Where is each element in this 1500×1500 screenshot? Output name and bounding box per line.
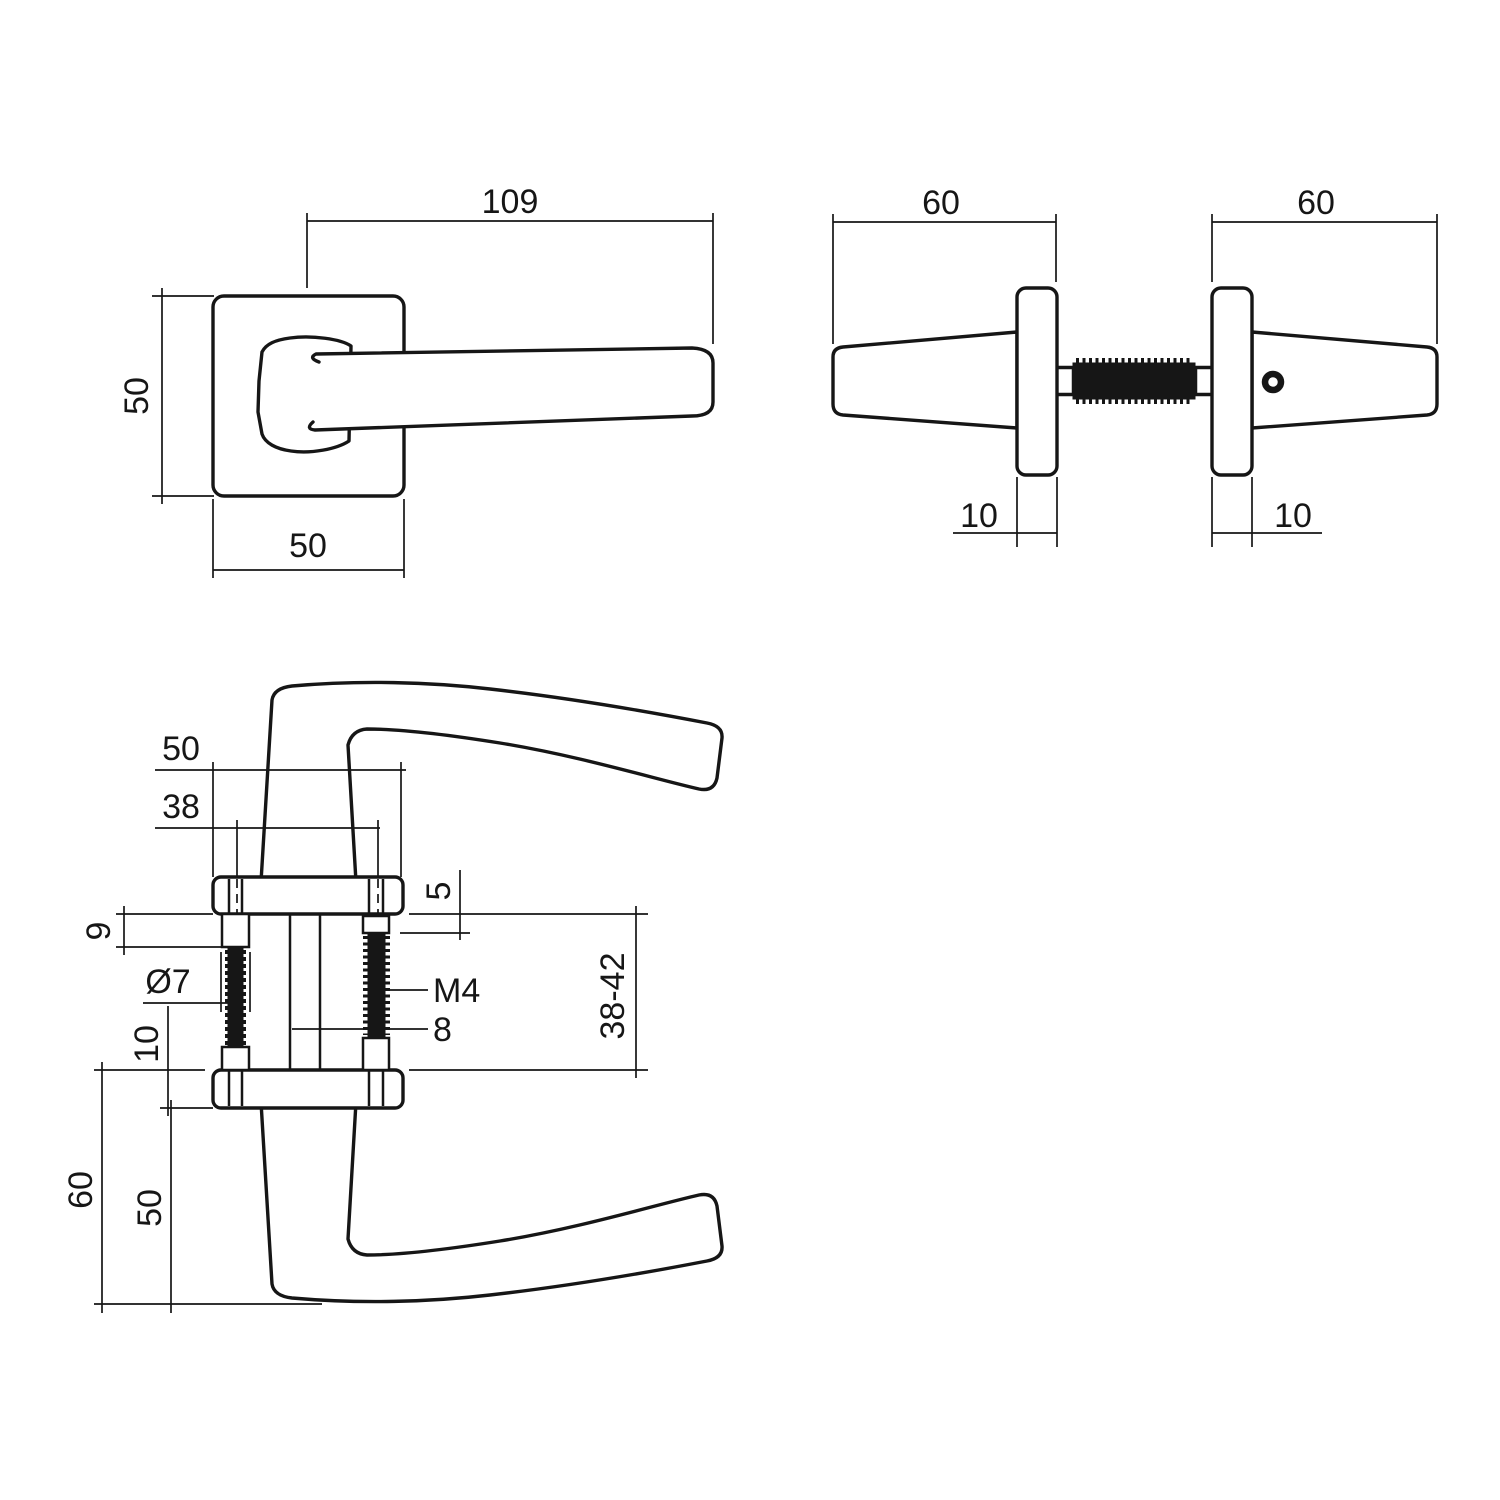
side-rose-right	[1210, 286, 1254, 477]
bushing-top	[220, 912, 251, 949]
rod-end-right	[1194, 366, 1214, 396]
side-rose-left	[1015, 286, 1059, 477]
section-dim-rose-thickness-label: 10	[128, 1025, 166, 1063]
section-lever-lower	[259, 1100, 724, 1304]
front-dim-length-label: 109	[482, 183, 539, 221]
section-dim-screw-head: 5	[400, 870, 648, 940]
screw-foot-boss	[361, 1036, 391, 1072]
front-dim-length: 109	[306, 183, 714, 344]
rod-end-left	[1055, 366, 1075, 396]
section-dim-bushing-label: 9	[80, 922, 118, 941]
side-dim-rose-thickness-right-label: 10	[1274, 497, 1312, 535]
section-dim-rose-width-label: 50	[162, 730, 200, 768]
side-handle-left	[831, 330, 1019, 430]
section-dim-lever-offset: 50	[131, 1100, 172, 1313]
section-dim-projection-label: 60	[62, 1171, 100, 1209]
front-dim-rose-height-label: 50	[118, 377, 156, 415]
front-dim-rose-height: 50	[118, 288, 214, 504]
section-dim-projection: 60	[62, 1062, 322, 1313]
side-dim-rose-thickness-right: 10	[1211, 477, 1322, 547]
front-lever-bar	[312, 348, 713, 429]
section-dim-spindle-label: 8	[433, 1011, 452, 1049]
set-screw-hole	[1261, 370, 1285, 394]
section-dim-lever-offset-label: 50	[131, 1189, 169, 1227]
section-dim-screw-spacing: 38	[155, 788, 380, 916]
section-dim-rose-width: 50	[155, 730, 406, 877]
section-lever-upper	[259, 680, 724, 884]
screw-shank-holes	[227, 879, 385, 1106]
section-view: 50 38 9 Ø7 10	[62, 680, 724, 1313]
section-dim-sleeve-diameter-label: Ø7	[145, 963, 190, 1001]
section-dim-thread: M4	[386, 972, 480, 1010]
sleeve-rod	[227, 946, 244, 1051]
front-lever-bar-contour	[307, 346, 715, 432]
section-dim-sleeve-diameter: Ø7	[143, 952, 251, 1012]
side-dim-projection-left: 60	[832, 184, 1057, 344]
section-dim-screw-spacing-label: 38	[162, 788, 200, 826]
front-dim-rose-width-label: 50	[289, 527, 327, 565]
side-dim-rose-thickness-left-label: 10	[960, 497, 998, 535]
section-dim-door-thickness-label: 38-42	[594, 953, 632, 1040]
screw-shaft	[367, 932, 386, 1039]
section-dim-screw-head-label: 5	[420, 882, 458, 901]
side-dim-projection-right-label: 60	[1297, 184, 1335, 222]
section-dim-bushing: 9	[80, 906, 222, 955]
threaded-rod	[1072, 362, 1196, 400]
front-view: 109 50 50	[118, 183, 715, 578]
side-dim-projection-right: 60	[1211, 184, 1438, 344]
section-dim-rose-thickness: 10	[94, 1006, 213, 1116]
side-dim-rose-thickness-left: 10	[953, 477, 1058, 547]
section-dim-thread-label: M4	[433, 972, 480, 1010]
section-dim-spindle: 8	[292, 1011, 452, 1049]
section-dim-door-thickness: 38-42	[409, 906, 648, 1078]
section-rose-upper	[211, 875, 405, 916]
front-dim-rose-width: 50	[212, 499, 405, 578]
screw-head-boss	[361, 914, 391, 935]
section-rose-lower	[211, 1068, 405, 1110]
side-handle-right	[1250, 330, 1439, 430]
side-view: 60 60 10 10	[831, 184, 1439, 547]
side-dim-projection-left-label: 60	[922, 184, 960, 222]
bushing-bottom	[220, 1045, 251, 1072]
